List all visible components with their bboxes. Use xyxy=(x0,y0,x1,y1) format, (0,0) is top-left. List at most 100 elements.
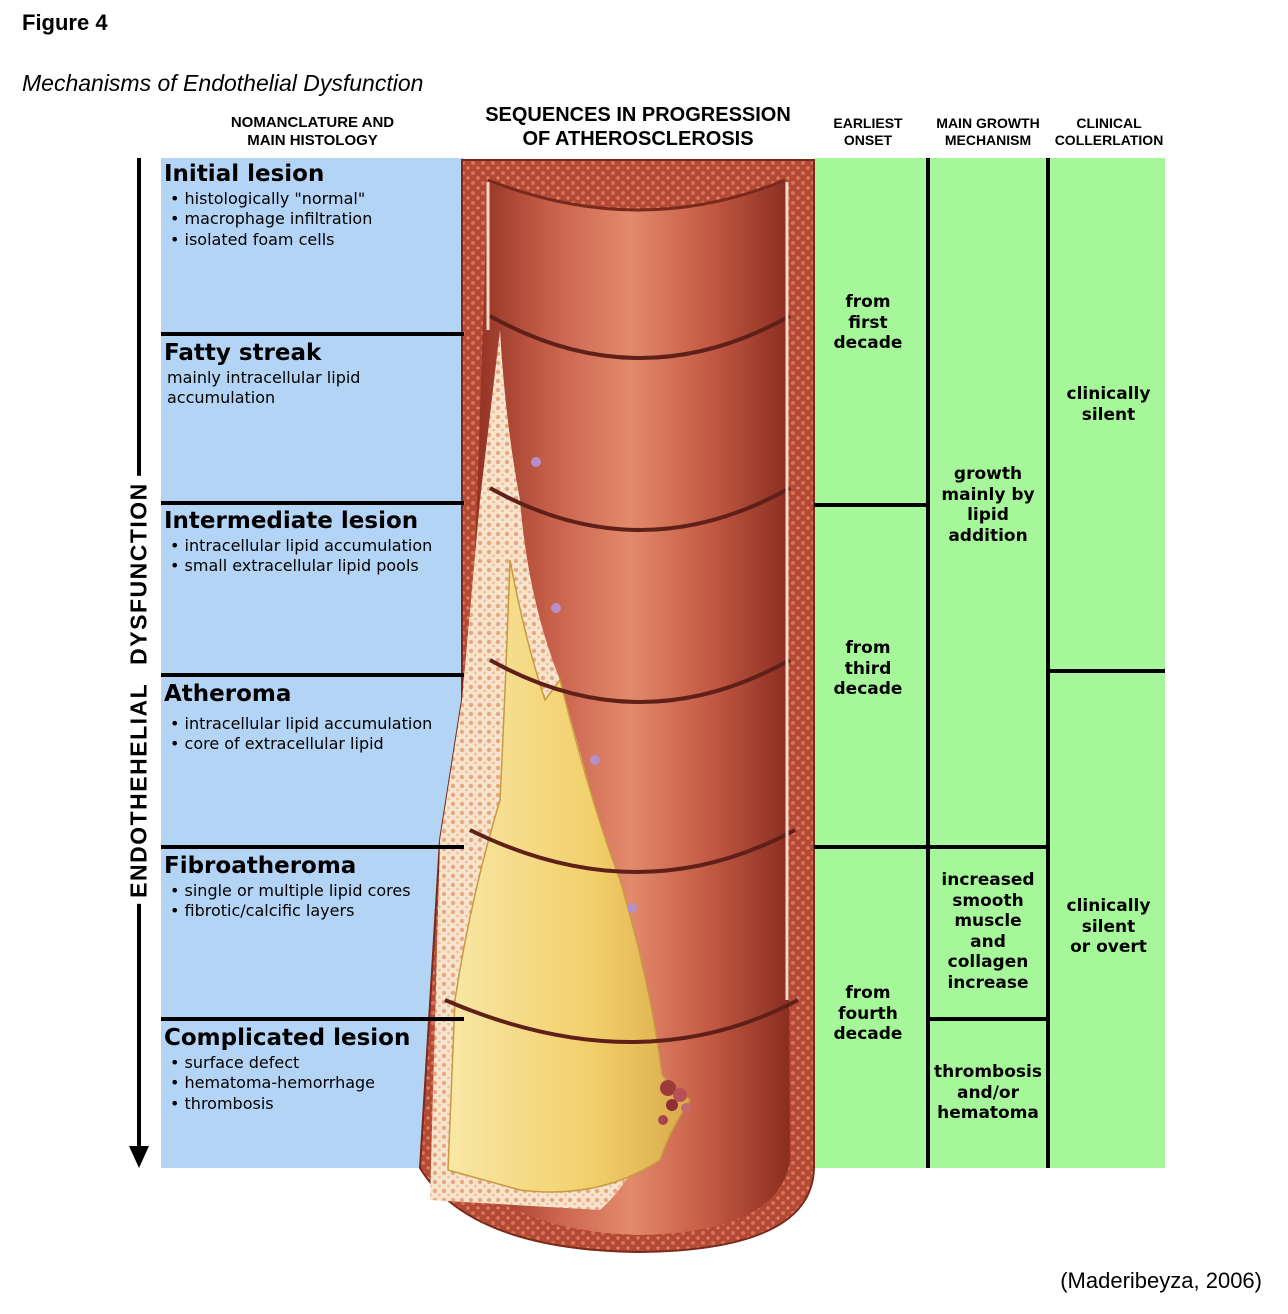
lesion-complicated: Complicated lesion • surface defect • he… xyxy=(164,1025,464,1114)
clinical-silent-or-overt: clinically silent or overt xyxy=(1052,896,1165,958)
blue-panel-fibroatheroma xyxy=(161,847,464,1019)
lesion-atheroma: Atheroma • intracellular lipid accumulat… xyxy=(164,681,464,755)
lesion-detail: • core of extracellular lipid xyxy=(170,734,384,754)
blue-panel-intermediate xyxy=(161,503,464,675)
lesion-name: Fibroatheroma xyxy=(164,853,357,879)
clinical-line: clinically xyxy=(1066,384,1151,404)
lesion-detail: • intracellular lipid accumulation xyxy=(170,713,433,733)
growth-line: addition xyxy=(948,525,1028,546)
onset-line: decade xyxy=(833,679,903,699)
lesion-detail: • intracellular lipid accumulation xyxy=(170,535,433,555)
growth-line: thrombosis xyxy=(934,1062,1042,1082)
growth-thrombosis: thrombosis and/or hematoma xyxy=(930,1062,1046,1124)
lesion-name: Fatty streak xyxy=(164,340,322,366)
header-nomenclature-line-1: NOMANCLATURE AND xyxy=(230,114,395,131)
lesion-detail: • thrombosis xyxy=(170,1093,274,1113)
blue-panel-initial xyxy=(161,158,464,335)
onset-line: from xyxy=(845,983,891,1003)
vertical-label-word-2: DYSFUNCTION xyxy=(125,482,152,665)
lesion-detail: • fibrotic/calcific layers xyxy=(170,901,355,921)
blue-panel-fatty xyxy=(161,335,464,503)
figure-label: Figure 4 xyxy=(22,10,108,35)
lesion-detail: • single or multiple lipid cores xyxy=(170,880,411,900)
arrow-head-icon xyxy=(129,1146,149,1168)
clinical-line: or overt xyxy=(1070,937,1147,957)
green-panels xyxy=(814,158,1165,1168)
clinical-silent: clinically silent xyxy=(1052,384,1165,425)
ring-5 xyxy=(444,998,799,1044)
clinical-line: clinically xyxy=(1066,896,1151,916)
lesion-fatty-streak: Fatty streak mainly intracellular lipid … xyxy=(164,340,464,409)
header-nomenclature: NOMANCLATURE AND MAIN HISTOLOGY xyxy=(190,114,435,150)
onset-fourth-decade: from fourth decade xyxy=(818,983,918,1045)
lesion-initial: Initial lesion • histologically "normal"… xyxy=(164,161,464,250)
macrophage-dots xyxy=(531,457,637,913)
lesion-detail: • macrophage infiltration xyxy=(170,209,373,229)
clinical-line: silent xyxy=(1081,916,1136,937)
onset-line: decade xyxy=(833,1024,903,1044)
header-sequences-line-1: SEQUENCES IN PROGRESSION xyxy=(485,104,791,126)
clinical-panel xyxy=(1050,158,1165,1168)
blue-panels xyxy=(161,158,464,1168)
onset-line: first xyxy=(848,312,888,333)
vertical-axis-label: ENDOTHEHELIAL DYSFUNCTION xyxy=(125,476,153,904)
onset-line: decade xyxy=(833,333,903,353)
citation: (Maderibeyza, 2006) xyxy=(1060,1268,1262,1293)
thrombus xyxy=(658,1080,691,1125)
growth-line: muscle xyxy=(954,911,1022,931)
growth-panel xyxy=(929,158,1047,1168)
growth-line: hematoma xyxy=(937,1103,1039,1123)
lesion-detail: • hematoma-hemorrhage xyxy=(170,1073,376,1093)
growth-smooth-muscle: increased smooth muscle and collagen inc… xyxy=(930,870,1046,993)
ring-1 xyxy=(489,314,791,360)
header-growth-line-2: MECHANISM xyxy=(944,131,1032,148)
header-clinical: CLINICAL COLLERLATION xyxy=(1048,115,1170,149)
dividers xyxy=(161,158,1165,1168)
lesion-fibroatheroma: Fibroatheroma • single or multiple lipid… xyxy=(164,853,464,922)
growth-line: growth xyxy=(953,464,1023,484)
onset-line: from xyxy=(845,638,891,658)
header-clinical-line-2: COLLERLATION xyxy=(1054,131,1164,148)
ring-3 xyxy=(489,658,791,704)
clinical-line: silent xyxy=(1081,404,1136,425)
artery-illustration xyxy=(418,159,815,1254)
header-growth: MAIN GROWTH MECHANISM xyxy=(926,115,1050,149)
onset-line: third xyxy=(844,658,892,679)
lesion-detail: • small extracellular lipid pools xyxy=(170,556,419,576)
blue-panel-complicated xyxy=(161,1019,464,1168)
header-onset-line-2: ONSET xyxy=(843,131,893,148)
growth-line: smooth xyxy=(952,890,1024,911)
header-nomenclature-line-2: MAIN HISTOLOGY xyxy=(247,132,378,149)
onset-panel xyxy=(814,158,927,1168)
header-growth-line-1: MAIN GROWTH xyxy=(936,115,1040,131)
growth-line: increased xyxy=(941,870,1035,890)
growth-line: collagen xyxy=(947,952,1029,972)
blue-panel-atheroma xyxy=(161,675,464,847)
growth-line: lipid xyxy=(967,505,1009,525)
wall-borders xyxy=(486,182,789,1000)
header-sequences: SEQUENCES IN PROGRESSION OF ATHEROSCLERO… xyxy=(462,103,814,151)
lesion-detail: accumulation xyxy=(167,388,276,408)
lesion-name: Complicated lesion xyxy=(164,1025,411,1051)
header-onset-line-1: EARLIEST xyxy=(833,115,903,131)
ring-2 xyxy=(489,486,791,532)
growth-lipid-addition: growth mainly by lipid addition xyxy=(930,464,1046,546)
lesion-name: Initial lesion xyxy=(164,161,325,187)
ring-4 xyxy=(469,828,796,874)
header-clinical-line-1: CLINICAL xyxy=(1076,115,1142,131)
vertical-label-word-1: ENDOTHEHELIAL xyxy=(125,682,152,898)
lesion-detail: mainly intracellular lipid xyxy=(167,367,361,387)
onset-third-decade: from third decade xyxy=(818,638,918,700)
ring-top xyxy=(487,178,786,212)
lesion-detail: • surface defect xyxy=(170,1052,300,1072)
lesion-name: Intermediate lesion xyxy=(164,508,419,534)
header-onset: EARLIEST ONSET xyxy=(818,115,918,149)
lesion-detail: • isolated foam cells xyxy=(170,229,335,249)
onset-line: from xyxy=(845,292,891,312)
figure-title: Mechanisms of Endothelial Dysfunction xyxy=(22,70,424,96)
growth-line: mainly by xyxy=(941,484,1035,505)
header-sequences-line-2: OF ATHEROSCLEROSIS xyxy=(522,128,754,150)
growth-line: and/or xyxy=(956,1082,1019,1103)
artery-section-rings xyxy=(444,178,799,1044)
